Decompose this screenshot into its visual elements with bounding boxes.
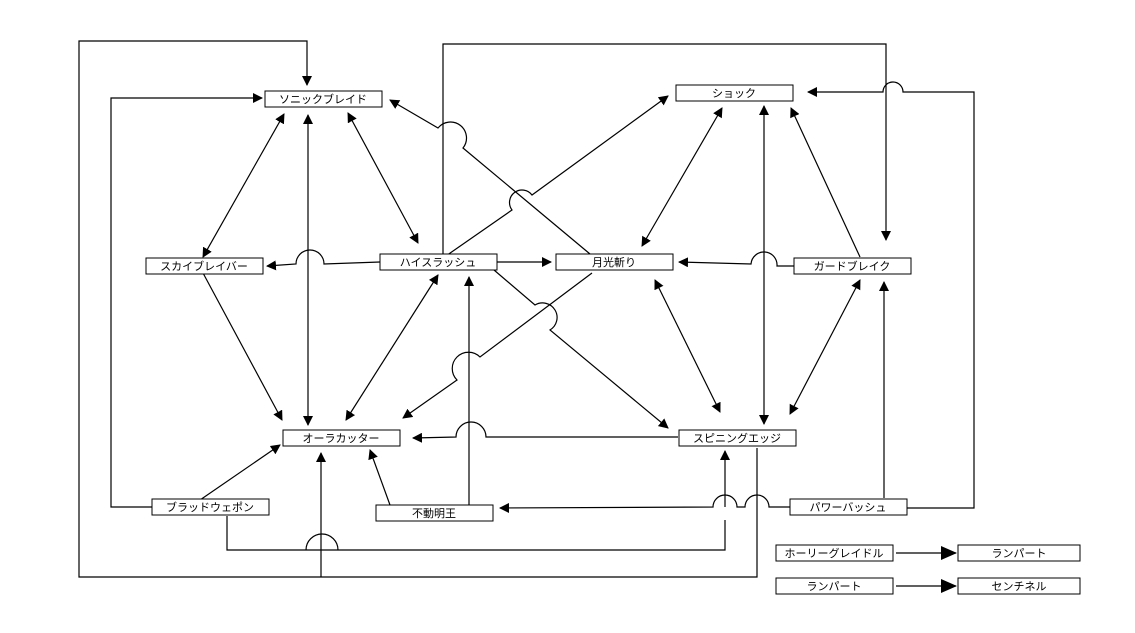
node-high-slash: ハイスラッシュ bbox=[379, 253, 498, 271]
edge-gekko-sonic bbox=[389, 99, 591, 255]
node-label: 月光斬り bbox=[592, 255, 636, 269]
node-label: パワーバッシュ bbox=[810, 501, 887, 514]
edge-highslash-to-guard bbox=[442, 43, 891, 258]
legend-holy-grail: ホーリーグレイドル bbox=[775, 544, 894, 562]
edge-sky-sonic bbox=[202, 113, 285, 258]
node-sky-blaver: スカイブレイバー bbox=[145, 257, 264, 275]
edge-fudo-aura bbox=[368, 449, 391, 506]
node-label: ハイスラッシュ bbox=[400, 256, 476, 269]
edge-guard-spinning bbox=[789, 279, 861, 415]
node-spinning-edge: スピニングエッジ bbox=[678, 429, 797, 447]
node-label: オーラカッター bbox=[303, 432, 380, 445]
node-label: ショック bbox=[712, 87, 756, 100]
edge-highslash-spinning bbox=[493, 269, 669, 429]
edge-guard-gekko bbox=[678, 251, 794, 268]
node-blood-weapon: ブラッドウェポン bbox=[151, 498, 270, 516]
edge-gekko-shock bbox=[641, 107, 723, 247]
edge-power-to-shock bbox=[807, 81, 975, 509]
node-label: ホーリーグレイドル bbox=[785, 546, 884, 560]
edge-blood-aura bbox=[199, 444, 281, 501]
edge-spinning-aura bbox=[412, 421, 678, 443]
node-shock: ショック bbox=[675, 84, 794, 102]
node-power-bash: パワーバッシュ bbox=[789, 498, 908, 516]
edges bbox=[78, 40, 975, 593]
edge-sky-aura bbox=[202, 272, 283, 421]
edge-sonic-highslash bbox=[347, 112, 419, 244]
edge-highslash-aura bbox=[345, 274, 439, 421]
legend-rampart-a: ランパート bbox=[957, 544, 1081, 562]
edge-gekko-spinning bbox=[654, 279, 721, 413]
node-label: スピニングエッジ bbox=[693, 431, 781, 445]
edge-power-fudo bbox=[499, 494, 790, 513]
node-aura-cutter: オーラカッター bbox=[282, 429, 401, 447]
edge-spinning-to-sonic-outer bbox=[78, 40, 758, 578]
node-label: センチネル bbox=[992, 580, 1047, 593]
node-sonic-blade: ソニックブレイド bbox=[264, 90, 383, 108]
edge-gekko-aura bbox=[402, 272, 593, 419]
node-gekko: 月光斬り bbox=[555, 253, 674, 271]
edge-blood-spinning bbox=[226, 516, 726, 551]
node-label: ランパート bbox=[807, 580, 862, 593]
legend-sentinel: センチネル bbox=[957, 577, 1081, 595]
edge-highslash-sky bbox=[266, 249, 381, 271]
node-guard-break: ガードブレイク bbox=[793, 257, 912, 275]
node-fudo: 不動明王 bbox=[375, 504, 494, 522]
node-label: ブラッドウェポン bbox=[166, 500, 254, 514]
node-label: 不動明王 bbox=[412, 506, 456, 520]
edge-highslash-shock bbox=[442, 95, 669, 259]
node-label: ソニックブレイド bbox=[279, 92, 367, 106]
edge-blood-to-sonic bbox=[110, 93, 263, 508]
legend-rampart-b: ランパート bbox=[775, 577, 894, 595]
node-label: ランパート bbox=[992, 547, 1047, 560]
node-label: ガードブレイク bbox=[814, 259, 891, 273]
edge-guard-shock bbox=[790, 107, 861, 258]
node-label: スカイブレイバー bbox=[160, 259, 248, 273]
